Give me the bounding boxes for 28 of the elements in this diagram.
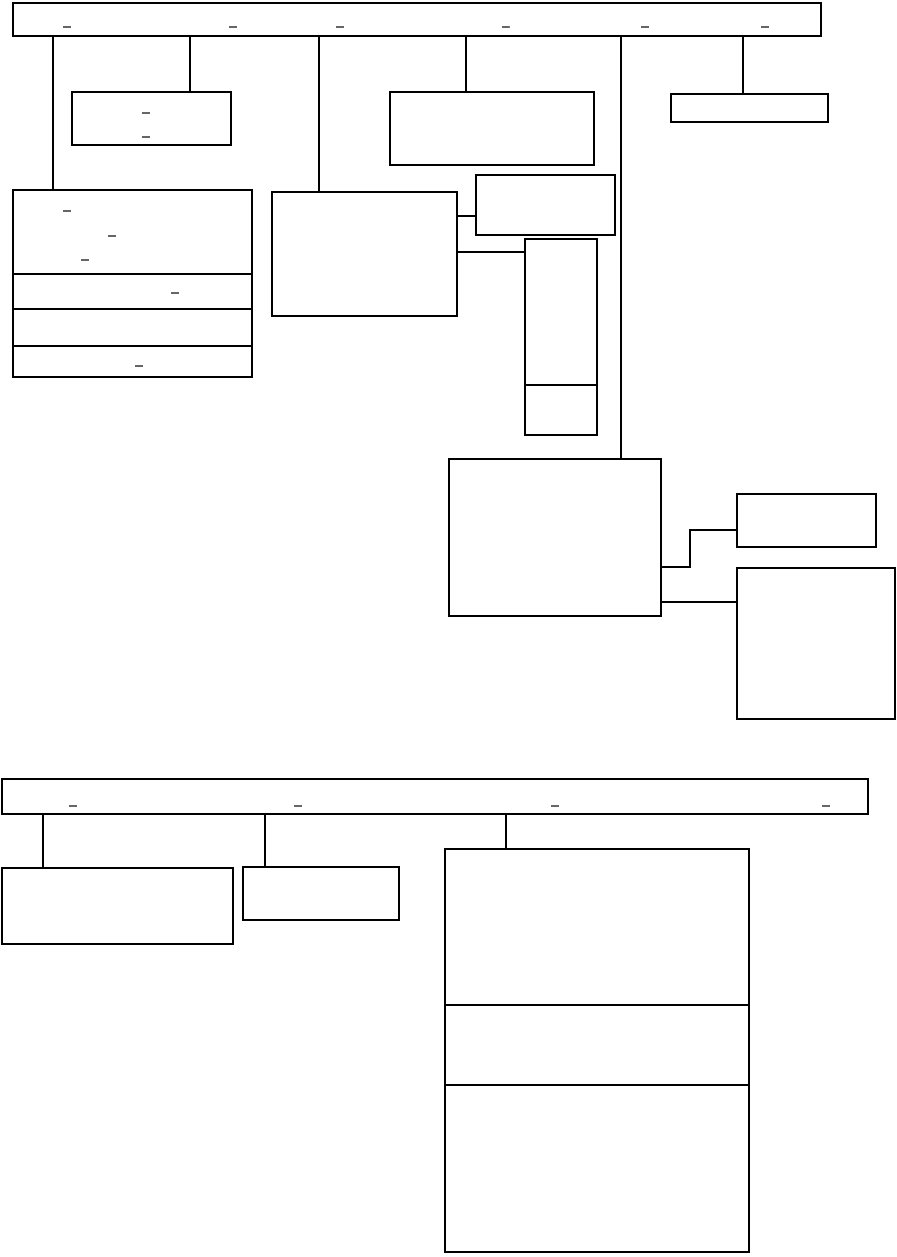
connector-line	[661, 601, 737, 603]
connector-line	[505, 814, 507, 849]
connector-line	[661, 529, 737, 568]
empty-box	[670, 93, 829, 123]
empty-box	[1, 867, 234, 945]
empty-box	[736, 493, 877, 548]
empty-box	[1, 778, 869, 815]
connector-line	[742, 36, 744, 94]
connector-line	[318, 36, 320, 192]
empty-box	[524, 238, 598, 436]
connector-line	[620, 36, 622, 459]
empty-box	[271, 191, 458, 317]
connector-line	[189, 36, 191, 92]
connector-line	[465, 36, 467, 92]
empty-box	[242, 866, 400, 921]
connector-line	[264, 814, 266, 867]
empty-box	[12, 189, 253, 378]
empty-box	[444, 848, 750, 1253]
connector-line	[52, 36, 54, 190]
connector-line	[457, 215, 476, 217]
empty-box	[71, 91, 232, 146]
empty-box	[475, 174, 616, 236]
empty-box	[12, 2, 822, 37]
empty-box	[736, 567, 896, 720]
connector-line	[457, 251, 525, 253]
connector-line	[42, 814, 44, 868]
empty-box	[448, 458, 662, 617]
empty-box	[389, 91, 595, 166]
